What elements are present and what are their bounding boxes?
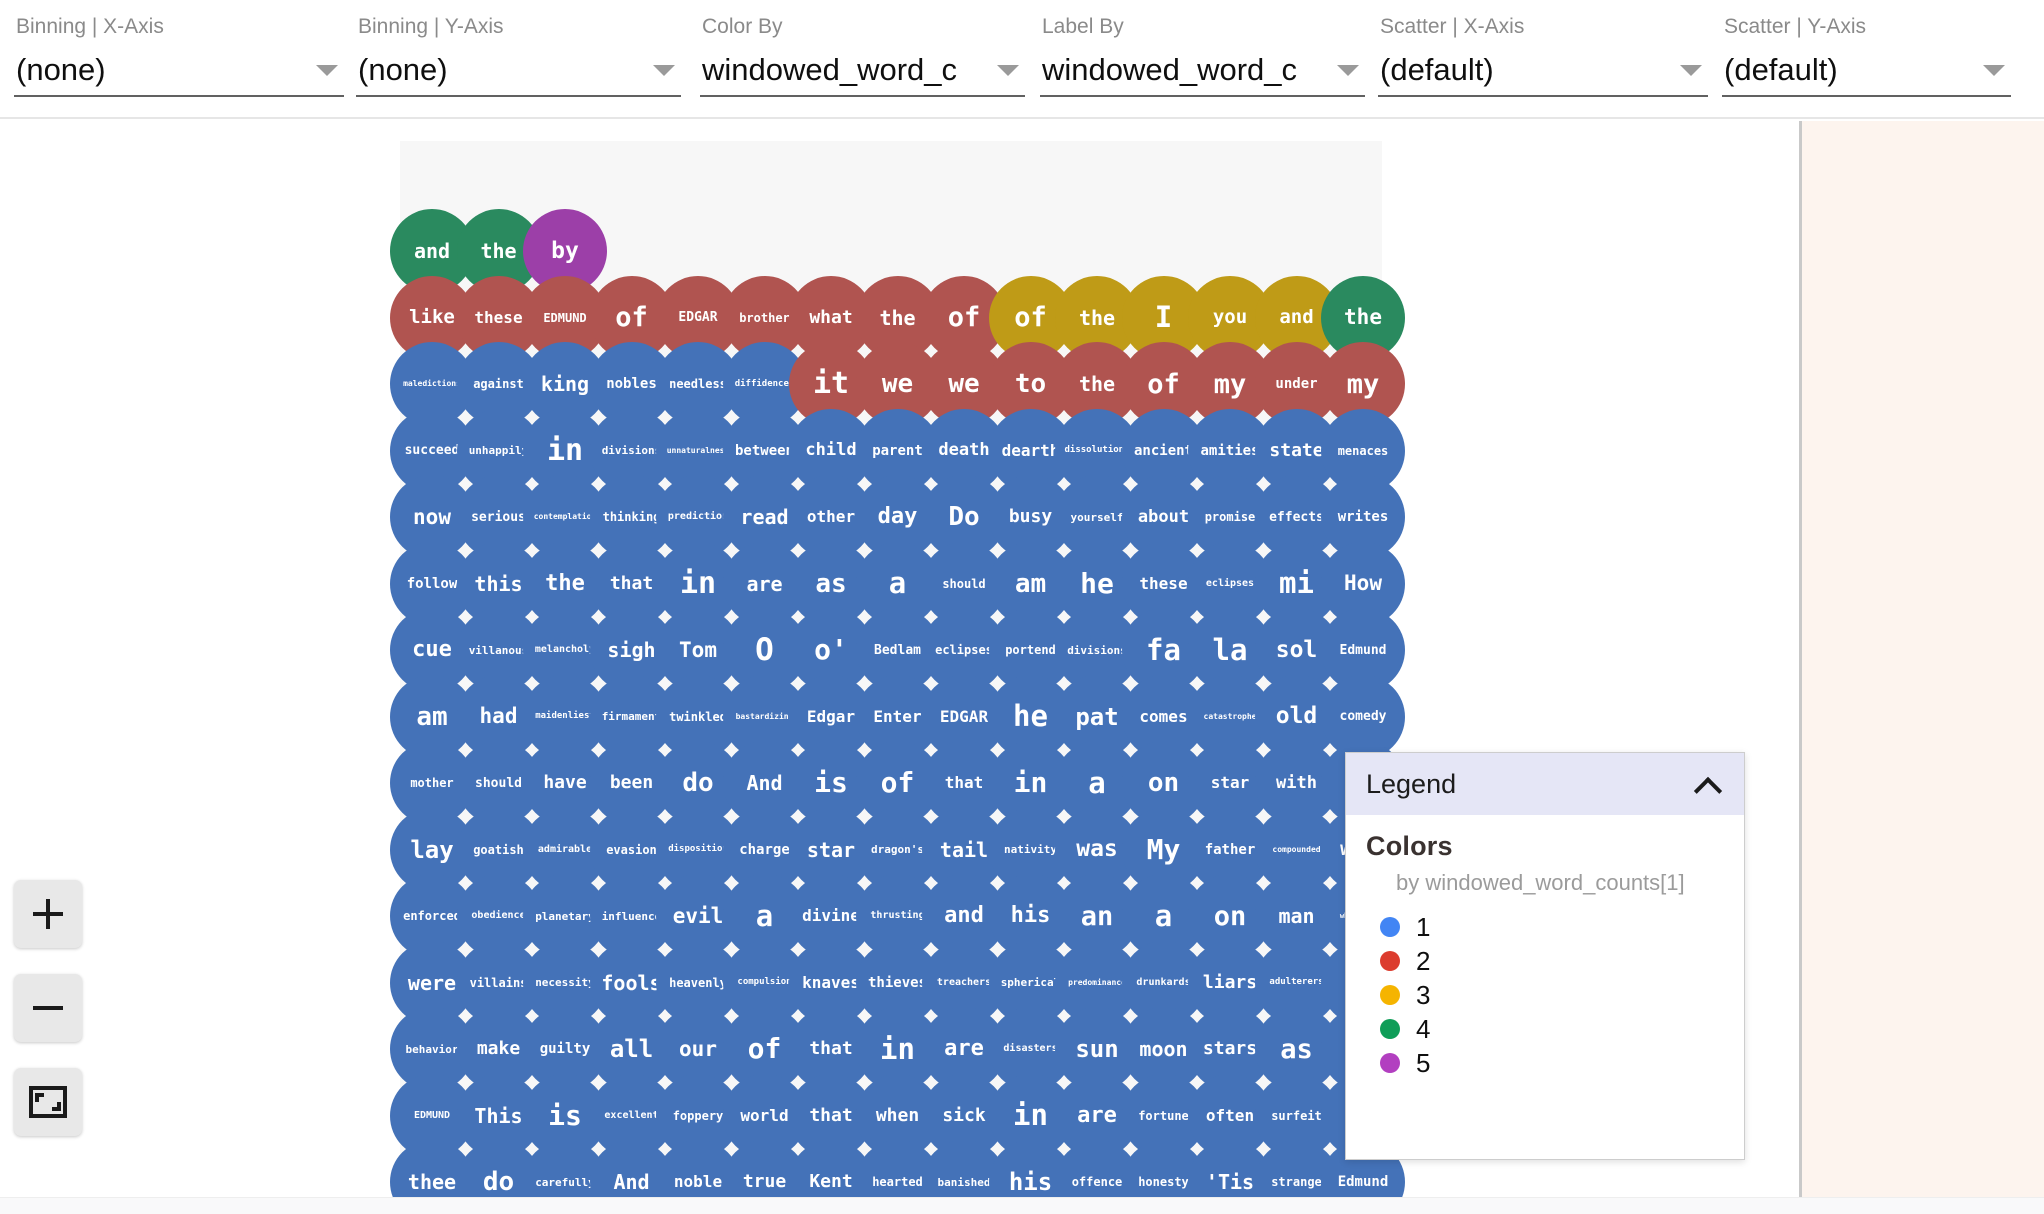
label-by-label: Label By — [1042, 15, 1124, 38]
legend-section-title: Colors — [1366, 831, 1453, 861]
legend-item-label: 1 — [1416, 911, 1431, 942]
color-by-value: windowed_word_c — [702, 52, 958, 87]
chevron-down-icon[interactable] — [997, 65, 1019, 76]
bottom-status-strip — [0, 1197, 2044, 1214]
fit-to-screen-button[interactable] — [14, 1068, 82, 1136]
label-by-value: windowed_word_c — [1042, 52, 1298, 87]
chevron-down-icon[interactable] — [1983, 65, 2005, 76]
legend-item-label: 5 — [1416, 1047, 1431, 1078]
scatter-x-axis-value: (default) — [1380, 52, 1494, 87]
bubble-node[interactable]: an — [1055, 874, 1139, 958]
field-binning-x-axis: Binning | X-Axis (none) — [14, 14, 344, 104]
legend-item[interactable]: 3 — [1380, 978, 1724, 1012]
binning-x-axis-label: Binning | X-Axis — [16, 15, 164, 38]
legend-panel: Legend Colors by windowed_word_counts[1]… — [1345, 752, 1745, 1160]
legend-swatch-icon — [1380, 985, 1400, 1005]
bubble-node[interactable]: menaces — [1321, 408, 1405, 493]
scatter-y-axis-label: Scatter | Y-Axis — [1724, 15, 1867, 38]
chevron-up-icon[interactable] — [1696, 772, 1720, 796]
field-scatter-x-axis: Scatter | X-Axis (default) — [1378, 14, 1708, 104]
right-side-panel — [1799, 121, 2044, 1197]
legend-item-label: 3 — [1416, 979, 1431, 1010]
chevron-down-icon[interactable] — [1337, 65, 1359, 76]
legend-item-label: 4 — [1416, 1013, 1431, 1044]
chevron-down-icon[interactable] — [1680, 65, 1702, 76]
scatter-y-axis-value: (default) — [1724, 52, 1838, 87]
scatter-y-axis-select[interactable]: (default) — [1722, 51, 2011, 97]
controls-toolbar: Binning | X-Axis (none) Binning | Y-Axis (n… — [0, 0, 2044, 119]
color-by-select[interactable]: windowed_word_c — [700, 51, 1025, 97]
plus-icon — [33, 899, 63, 929]
field-binning-y-axis: Binning | Y-Axis (none) — [356, 14, 681, 104]
bubble-node[interactable]: between — [722, 408, 807, 493]
binning-x-axis-value: (none) — [16, 52, 106, 87]
bubble-node[interactable]: all — [589, 1007, 674, 1091]
scatter-x-axis-select[interactable]: (default) — [1378, 51, 1708, 97]
color-by-label: Color By — [702, 15, 783, 38]
legend-swatch-icon — [1380, 1053, 1400, 1073]
legend-item[interactable]: 1 — [1380, 910, 1724, 944]
legend-header[interactable]: Legend — [1346, 753, 1744, 815]
field-scatter-y-axis: Scatter | Y-Axis (default) — [1722, 14, 2011, 104]
zoom-in-button[interactable] — [14, 880, 82, 948]
field-label-by: Label By windowed_word_c — [1040, 14, 1365, 104]
zoom-controls — [14, 880, 94, 1162]
binning-y-axis-select[interactable]: (none) — [356, 51, 681, 97]
label-by-select[interactable]: windowed_word_c — [1040, 51, 1365, 97]
binning-y-axis-value: (none) — [358, 52, 448, 87]
legend-title: Legend — [1366, 768, 1457, 799]
chevron-down-icon[interactable] — [316, 65, 338, 76]
minus-icon — [33, 993, 63, 1023]
binning-x-axis-select[interactable]: (none) — [14, 51, 344, 97]
chevron-down-icon[interactable] — [653, 65, 675, 76]
legend-item[interactable]: 5 — [1380, 1046, 1724, 1080]
legend-subtitle: by windowed_word_counts[1] — [1396, 870, 1685, 895]
zoom-out-button[interactable] — [14, 974, 82, 1042]
binning-y-axis-label: Binning | Y-Axis — [358, 15, 504, 38]
field-color-by: Color By windowed_word_c — [700, 14, 1025, 104]
legend-item[interactable]: 4 — [1380, 1012, 1724, 1046]
legend-item-label: 2 — [1416, 945, 1431, 976]
legend-swatch-icon — [1380, 1019, 1400, 1039]
legend-swatch-icon — [1380, 917, 1400, 937]
legend-swatch-icon — [1380, 951, 1400, 971]
fit-to-screen-icon — [29, 1086, 67, 1118]
legend-item[interactable]: 2 — [1380, 944, 1724, 978]
scatter-x-axis-label: Scatter | X-Axis — [1380, 15, 1525, 38]
